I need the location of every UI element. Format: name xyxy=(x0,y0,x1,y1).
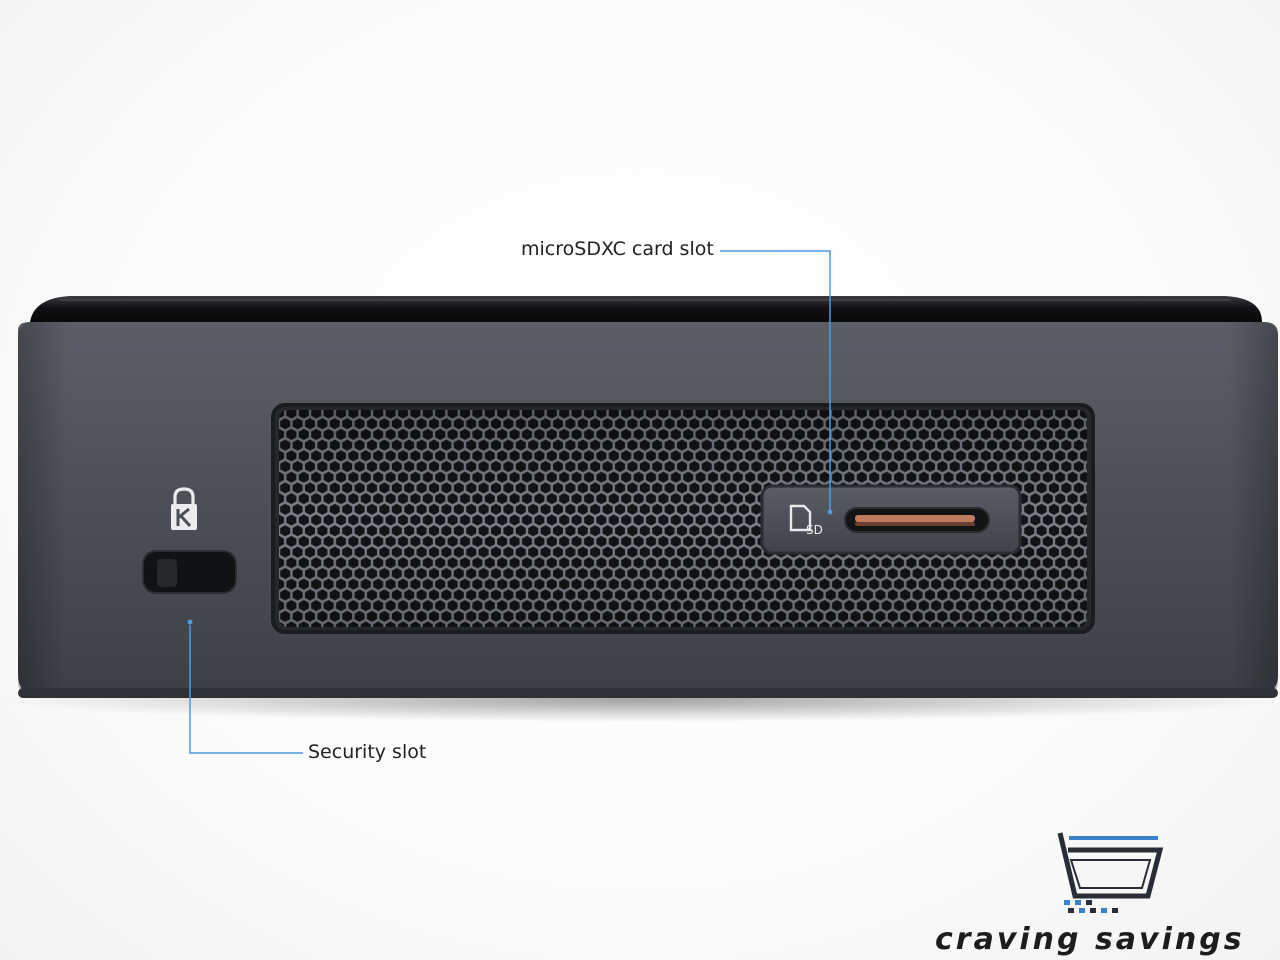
shopping-cart-logo xyxy=(1057,832,1164,913)
security-slot-callout-label: Security slot xyxy=(308,741,427,763)
sd-icon-label: SD xyxy=(806,523,823,537)
lock-icon xyxy=(171,487,197,530)
sd-slot-callout-label: microSDXC card slot xyxy=(521,238,714,260)
sd-card-icon xyxy=(789,504,812,532)
brand-logo-text: craving savings xyxy=(935,922,1245,957)
callout-lines xyxy=(187,250,833,754)
